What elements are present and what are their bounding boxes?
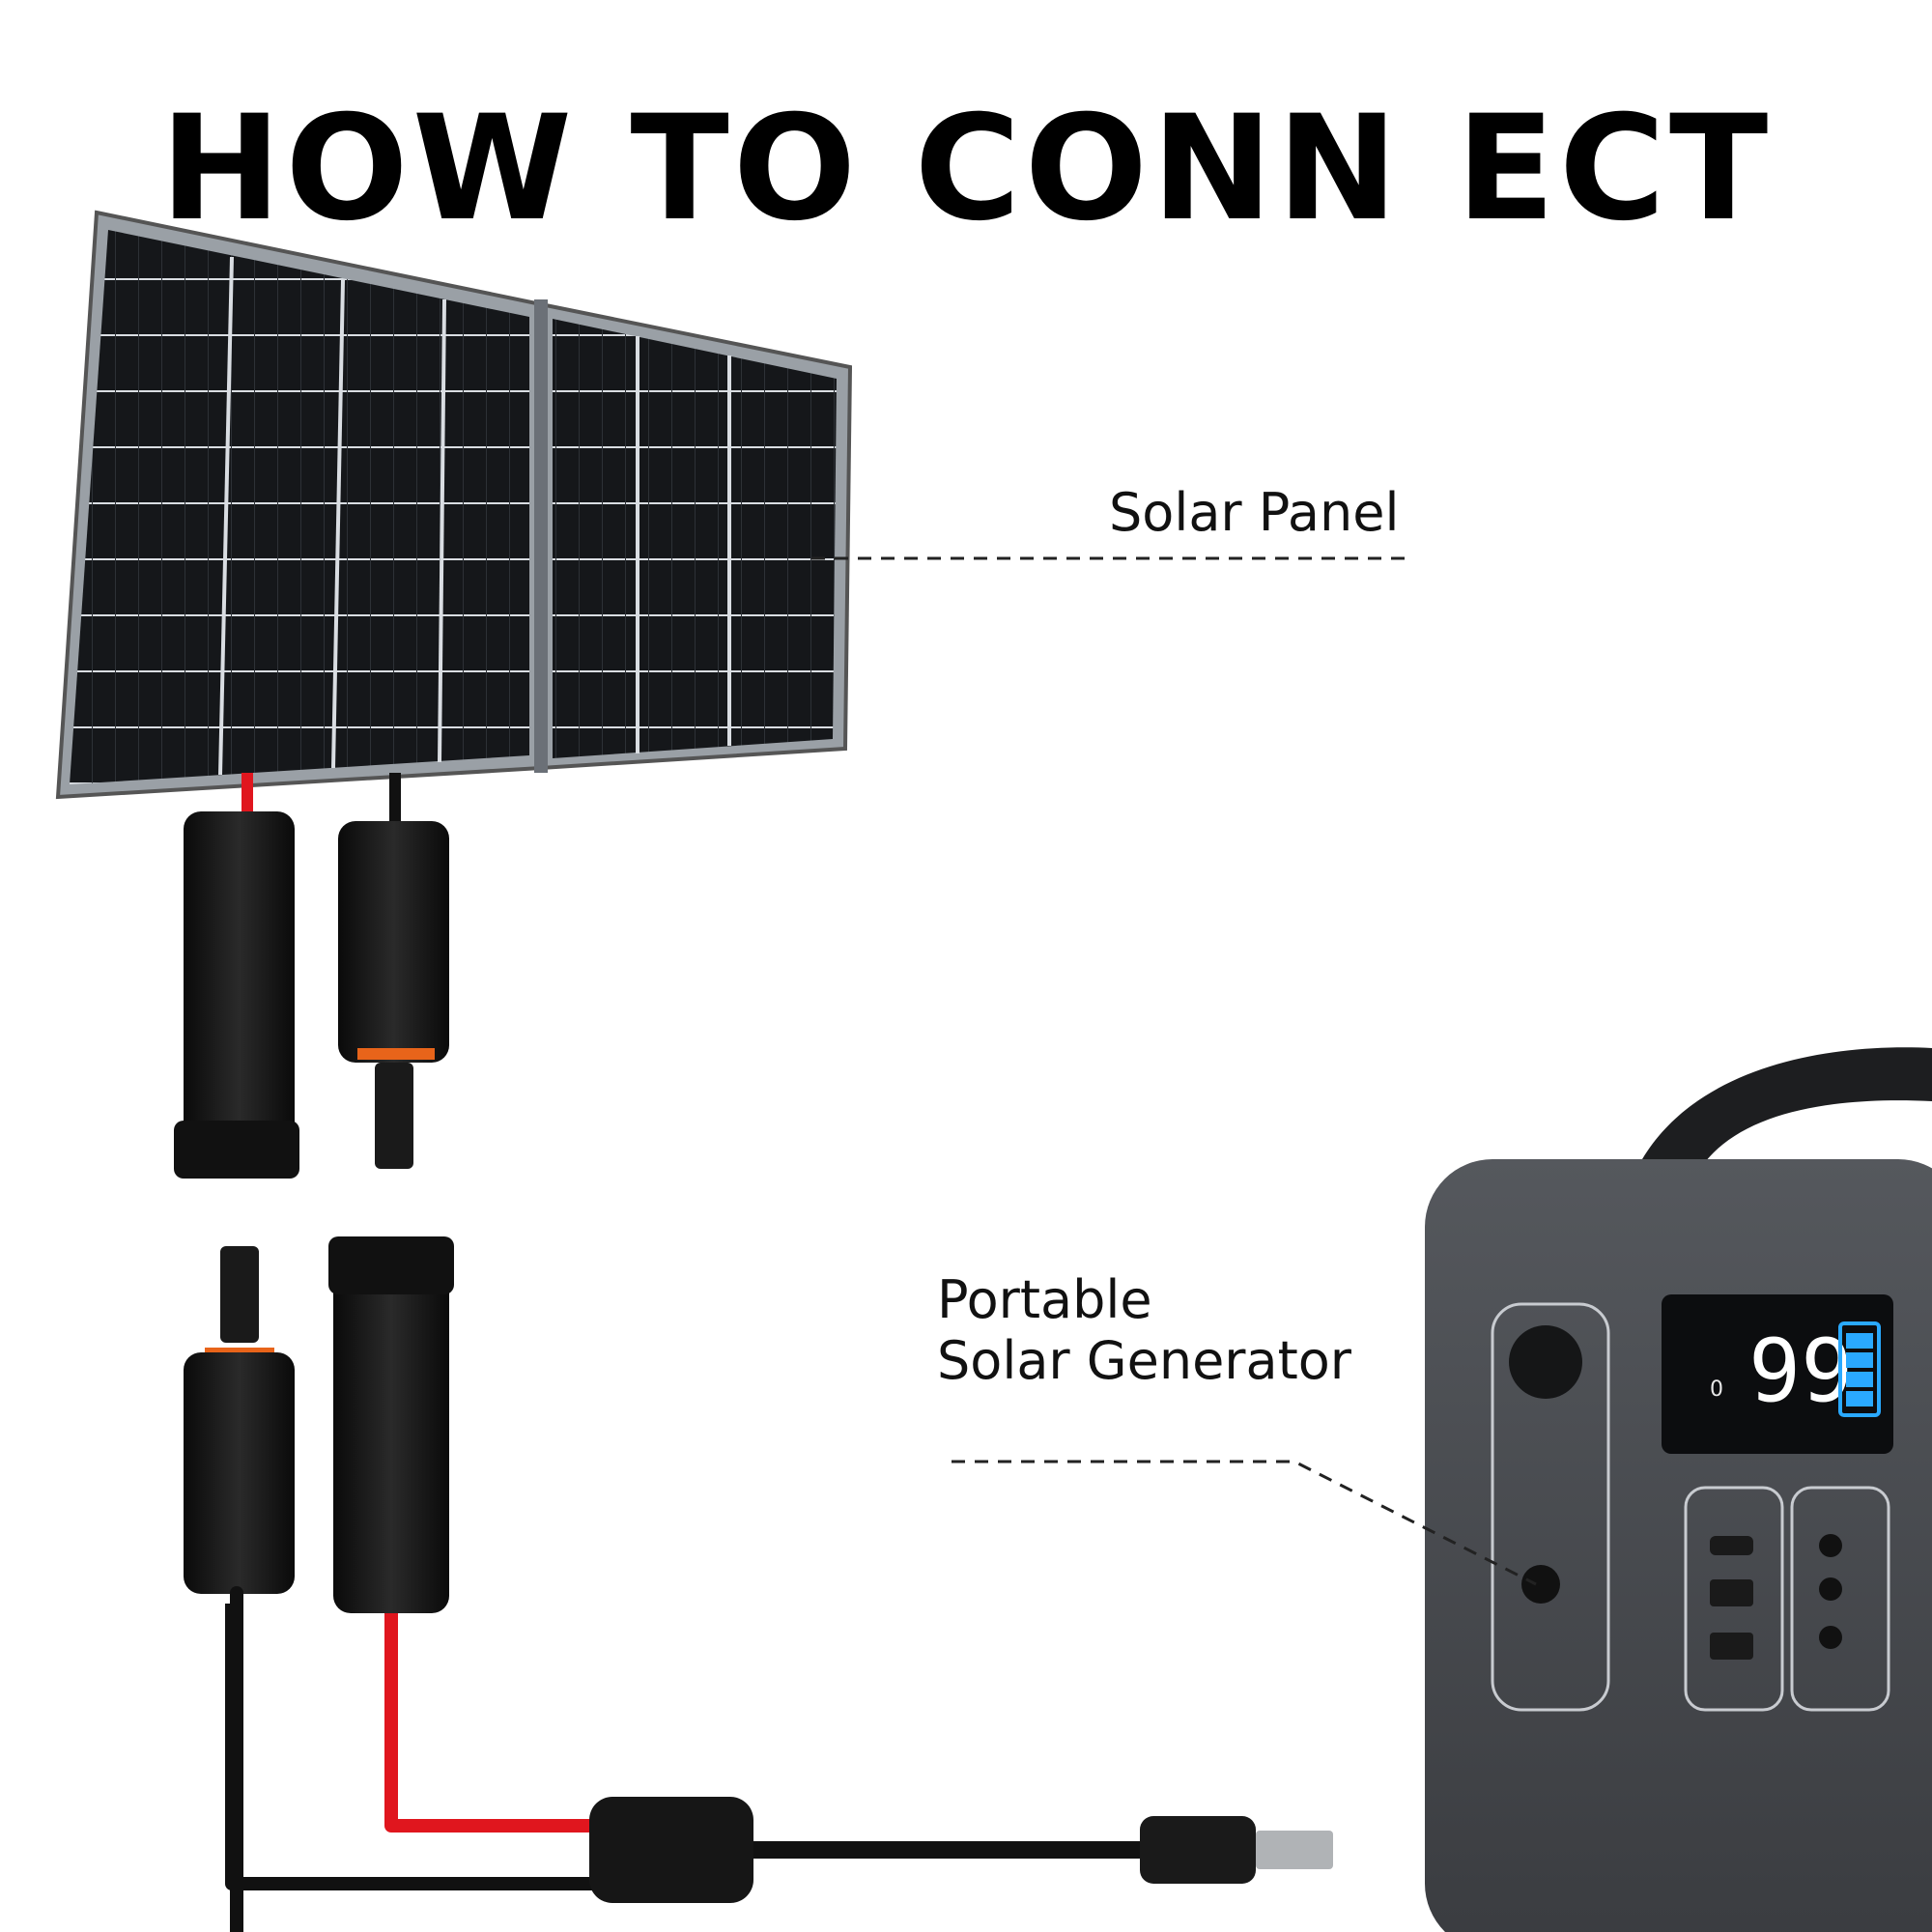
display-value: 99: [1748, 1321, 1853, 1422]
cable-paths: [225, 1604, 1333, 1903]
solar-generator: 0 99: [1425, 1047, 1932, 1932]
generator-leader: [952, 1460, 1537, 1586]
solar-panel: [55, 210, 853, 800]
generator-label-line2: Solar Generator: [937, 1330, 1351, 1391]
y-cable-connectors: [184, 1236, 454, 1613]
solar-panel-label: Solar Panel: [1109, 482, 1400, 543]
display-watts: 0: [1710, 1378, 1723, 1402]
panel-cable-connectors: [174, 773, 449, 1179]
page-title: HOW TO CONN ECT: [159, 85, 1773, 253]
generator-label-line1: Portable: [937, 1269, 1152, 1330]
